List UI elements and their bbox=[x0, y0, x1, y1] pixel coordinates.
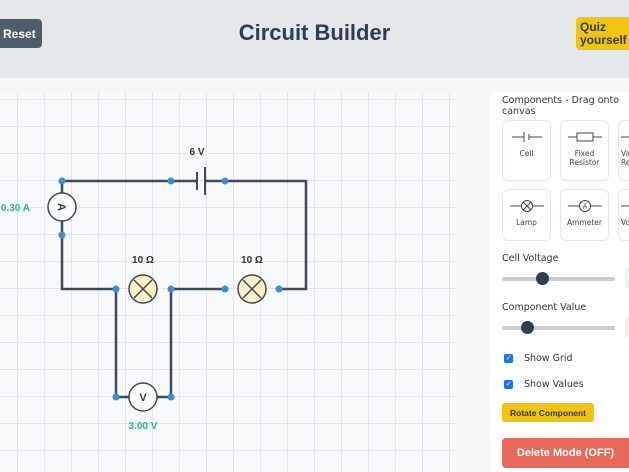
circuit-canvas[interactable] bbox=[0, 92, 457, 472]
component-value-label: Component Value bbox=[502, 302, 587, 313]
header: Reset Circuit Builder Quiz yourself bbox=[0, 0, 629, 78]
show-grid-label: Show Grid bbox=[524, 353, 573, 364]
ammeter-symbol: A bbox=[55, 203, 67, 211]
connection-nodes[interactable] bbox=[58, 177, 283, 401]
resistor-icon bbox=[567, 132, 602, 142]
delete-mode-button[interactable]: Delete Mode (OFF) bbox=[502, 438, 629, 468]
control-panel: Components - Drag onto canvas Cell Fixed… bbox=[490, 92, 629, 472]
cell-voltage-slider[interactable] bbox=[502, 272, 615, 285]
component-cell[interactable]: Cell bbox=[502, 120, 551, 181]
checkbox-checked-icon[interactable]: ✓ bbox=[504, 380, 513, 389]
slider-thumb[interactable] bbox=[535, 272, 549, 285]
cell-voltage-label: Cell Voltage bbox=[502, 253, 559, 264]
voltmeter-symbol: V bbox=[139, 392, 147, 404]
lamp-icon[interactable] bbox=[128, 274, 158, 304]
component-label: Ammeter bbox=[567, 218, 602, 227]
quiz-button[interactable]: Quiz yourself bbox=[576, 17, 629, 50]
cell-voltage-value bbox=[625, 268, 629, 288]
reset-button[interactable]: Reset bbox=[0, 19, 42, 48]
show-values-checkbox[interactable]: ✓ Show Values bbox=[504, 379, 584, 390]
lamp-icon bbox=[509, 200, 544, 212]
lamp2-label: 10 Ω bbox=[241, 255, 263, 266]
component-value-slider[interactable] bbox=[502, 321, 615, 334]
show-values-label: Show Values bbox=[524, 379, 584, 390]
circuit-diagram: 6 V A 0.30 A 10 Ω 10 Ω V 3.00 V bbox=[1, 147, 308, 432]
component-label: Fixed Resistor bbox=[569, 149, 600, 167]
cell-icon bbox=[511, 132, 542, 142]
ammeter-reading: 0.30 A bbox=[1, 203, 30, 214]
ammeter-icon: A bbox=[567, 200, 602, 212]
lamp1-label: 10 Ω bbox=[132, 255, 154, 266]
cell-label: 6 V bbox=[189, 147, 204, 158]
svg-text:A: A bbox=[582, 203, 587, 211]
component-fixed-resistor[interactable]: Fixed Resistor bbox=[560, 120, 609, 181]
components-title: Components - Drag onto canvas bbox=[502, 95, 620, 117]
component-label: Variable Resistor bbox=[621, 149, 629, 167]
checkbox-checked-icon[interactable]: ✓ bbox=[504, 354, 513, 363]
show-grid-checkbox[interactable]: ✓ Show Grid bbox=[504, 353, 573, 364]
cell-icon[interactable] bbox=[196, 167, 206, 195]
component-label: Cell bbox=[519, 149, 534, 158]
wires bbox=[60, 179, 308, 399]
component-value-display bbox=[625, 317, 629, 337]
page-title: Circuit Builder bbox=[238, 20, 391, 45]
component-voltmeter[interactable]: Voltmeter bbox=[618, 189, 629, 241]
component-label: Voltmeter bbox=[621, 218, 629, 227]
voltmeter-icon bbox=[621, 205, 629, 207]
slider-thumb[interactable] bbox=[520, 321, 534, 334]
ammeter-icon[interactable]: A bbox=[47, 192, 77, 222]
component-variable-resistor[interactable]: Variable Resistor bbox=[618, 120, 629, 181]
rotate-component-button[interactable]: Rotate Component bbox=[502, 403, 594, 422]
component-ammeter[interactable]: A Ammeter bbox=[560, 189, 609, 241]
component-lamp[interactable]: Lamp bbox=[502, 189, 551, 241]
voltmeter-reading: 3.00 V bbox=[129, 421, 158, 432]
component-label: Lamp bbox=[516, 218, 537, 227]
voltmeter-icon[interactable]: V bbox=[128, 382, 158, 412]
lamp-icon[interactable] bbox=[237, 274, 267, 304]
variable-resistor-icon bbox=[621, 136, 629, 138]
